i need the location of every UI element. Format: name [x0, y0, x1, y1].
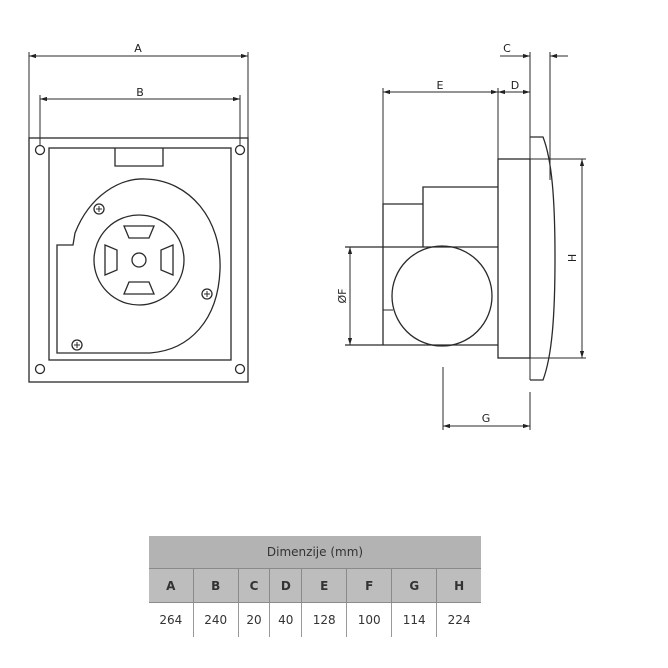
value-cell: 40	[269, 602, 303, 637]
rotor-slot	[160, 244, 174, 276]
inner-frame	[48, 147, 232, 361]
value-cell: 100	[346, 602, 393, 637]
dimension-h-label: H	[566, 254, 579, 262]
dimension-b-label: B	[136, 86, 144, 99]
rotor-slot	[123, 281, 155, 295]
mounting-plate	[497, 158, 531, 359]
dimension-d-label: D	[511, 79, 519, 92]
header-cell: G	[391, 568, 438, 603]
dimension-f-label: ØF	[336, 289, 349, 304]
value-cell: 128	[301, 602, 348, 637]
dimension-c-label: C	[503, 42, 511, 55]
mounting-hole	[234, 363, 246, 375]
table-row: 264 240 20 40 128 100 114 224	[149, 602, 481, 637]
table-title: Dimenzije (mm)	[149, 536, 481, 569]
fan-rotor	[93, 214, 185, 306]
mounting-hole	[234, 144, 246, 156]
screw-icon	[71, 339, 83, 351]
value-cell: 240	[193, 602, 239, 637]
value-cell: 264	[149, 602, 194, 637]
side-view: C E D ØF H G	[336, 42, 586, 430]
motor-housing	[382, 203, 423, 247]
header-cell: A	[149, 568, 194, 603]
header-cell: B	[193, 568, 239, 603]
dimension-g-label: G	[482, 412, 491, 425]
header-cell: H	[436, 568, 481, 603]
mounting-hole	[34, 363, 46, 375]
value-cell: 114	[391, 602, 438, 637]
scroll-housing	[56, 178, 221, 354]
rotor-slot	[104, 244, 118, 276]
value-cell: 224	[447, 613, 471, 627]
screw-icon	[201, 288, 213, 300]
top-tab	[114, 148, 164, 167]
dimensions-table: Dimenzije (mm) A B C D E F G H 264 240 2…	[149, 536, 481, 637]
fan-hub	[131, 252, 147, 268]
header-cell: D	[269, 568, 303, 603]
header-cell: F	[346, 568, 393, 603]
value-cell: 20	[238, 602, 271, 637]
front-view: A B	[28, 42, 249, 383]
mounting-hole	[34, 144, 46, 156]
rotor-slot	[123, 225, 155, 239]
front-cover	[530, 136, 556, 381]
dimension-e-label: E	[437, 79, 444, 92]
header-cell: E	[301, 568, 348, 603]
screw-icon	[93, 203, 105, 215]
outlet-duct	[391, 245, 493, 347]
outer-frame	[28, 137, 249, 383]
table-header-row: A B C D E F G H	[149, 568, 481, 603]
dimension-a-label: A	[134, 42, 142, 55]
header-cell: C	[238, 568, 271, 603]
motor-housing	[422, 186, 498, 247]
